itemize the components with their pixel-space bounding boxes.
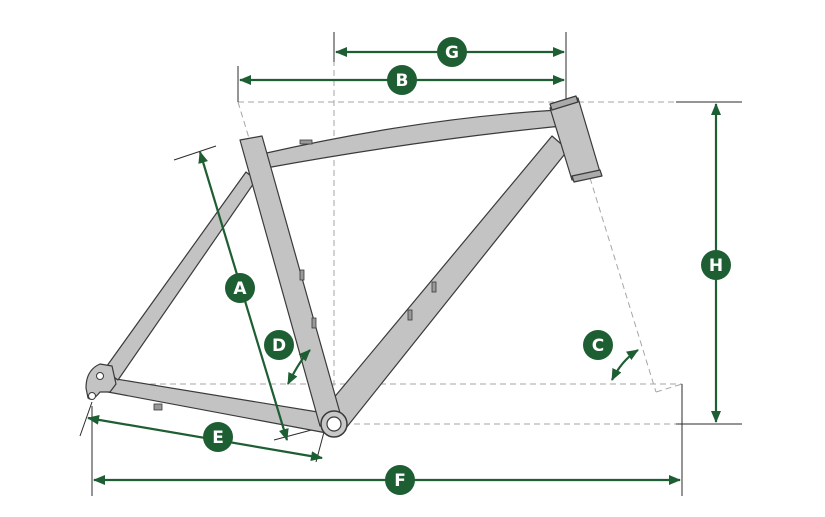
head-tube-bottom-cap bbox=[571, 169, 603, 183]
measurement-label-h: H bbox=[709, 256, 723, 276]
measurement-badge-a: A bbox=[225, 273, 255, 303]
measurement-label-c: C bbox=[592, 336, 604, 356]
steering-axis-reference-line bbox=[589, 177, 657, 393]
dimension-arc-c bbox=[611, 349, 639, 381]
bottle-boss-seat-tube-lower bbox=[311, 317, 317, 329]
measurement-label-e: E bbox=[212, 428, 224, 448]
dropout-bolt-upper bbox=[96, 372, 104, 380]
measurement-badge-b: B bbox=[387, 65, 417, 95]
bottom-bracket-bore bbox=[326, 416, 342, 432]
measurement-label-a: A bbox=[233, 279, 247, 299]
measurement-label-d: D bbox=[272, 336, 286, 356]
measurement-label-g: G bbox=[445, 43, 459, 63]
top-tube bbox=[261, 109, 563, 169]
measurement-badge-g: G bbox=[437, 37, 467, 67]
front-axle-reference-line bbox=[655, 383, 683, 393]
seat-tube bbox=[239, 135, 343, 427]
chain-stay-bridge bbox=[153, 403, 163, 411]
dropout-bolt-lower bbox=[88, 392, 96, 400]
reference-lines bbox=[100, 40, 742, 425]
measurement-badge-d: D bbox=[264, 330, 294, 360]
measurement-label-b: B bbox=[396, 71, 409, 91]
measurement-badge-h: H bbox=[701, 250, 731, 280]
bike-frame bbox=[85, 95, 603, 438]
a-extension-top bbox=[173, 145, 217, 161]
bottle-boss-down-tube-lower bbox=[407, 309, 413, 321]
measurement-badge-e: E bbox=[203, 422, 233, 452]
bottle-boss-down-tube-upper bbox=[431, 281, 437, 293]
e-extension-left bbox=[79, 401, 93, 437]
cable-guide-top-tube bbox=[299, 139, 313, 145]
head-tube-top-cap bbox=[549, 95, 579, 111]
bottle-boss-seat-tube-upper bbox=[299, 269, 305, 281]
measurement-label-f: F bbox=[394, 471, 406, 491]
dimension-arc-d bbox=[287, 349, 311, 385]
head-tube bbox=[549, 97, 601, 181]
measurement-badge-c: C bbox=[583, 330, 613, 360]
measurement-badge-f: F bbox=[385, 465, 415, 495]
